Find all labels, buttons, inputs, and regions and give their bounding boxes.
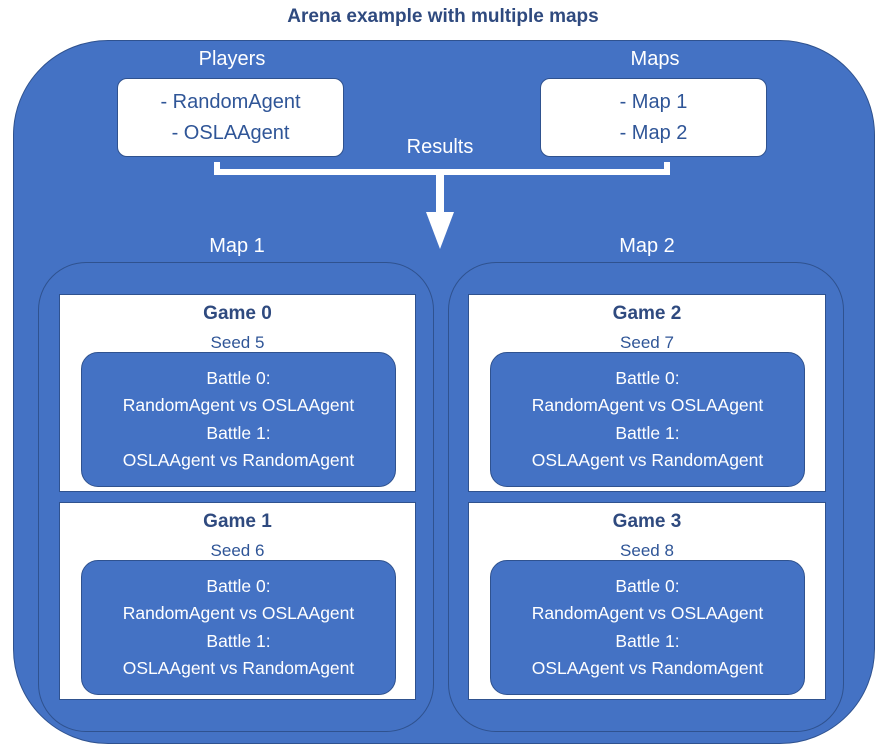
battle-line: RandomAgent vs OSLAAgent (122, 395, 355, 415)
player-item: - RandomAgent (160, 90, 301, 113)
battle-line: Battle 1: (615, 630, 680, 651)
game-panel: Game 3 Seed 8 Battle 0: RandomAgent vs O… (468, 502, 826, 700)
flow-line-right (440, 162, 670, 175)
game-seed: Seed 7 (620, 333, 674, 352)
battle-line: Battle 0: (615, 575, 680, 596)
game-title: Game 3 (612, 511, 682, 532)
battle-line: Battle 0: (206, 575, 271, 596)
battle-line: OSLAAgent vs RandomAgent (531, 450, 764, 470)
battle-line: RandomAgent vs OSLAAgent (531, 395, 764, 415)
battle-line: Battle 1: (206, 422, 271, 443)
flow-arrow-head (426, 212, 454, 249)
game-title: Game 1 (203, 511, 272, 532)
results-label: Results (406, 136, 474, 158)
battle-line: OSLAAgent vs RandomAgent (531, 658, 764, 678)
battles-box: Battle 0: RandomAgent vs OSLAAgent Battl… (490, 352, 805, 487)
battles-box: Battle 0: RandomAgent vs OSLAAgent Battl… (490, 560, 805, 695)
game-title: Game 2 (612, 303, 682, 324)
map-item: - Map 2 (619, 121, 688, 144)
battle-line: Battle 0: (206, 367, 271, 388)
battle-line: Battle 1: (615, 422, 680, 443)
players-label: Players (198, 48, 266, 70)
battle-line: OSLAAgent vs RandomAgent (122, 658, 355, 678)
map-group-container (448, 262, 844, 732)
map-group-label: Map 1 (209, 235, 265, 257)
battle-line: OSLAAgent vs RandomAgent (122, 450, 355, 470)
map-group-container (38, 262, 434, 732)
battle-line: RandomAgent vs OSLAAgent (531, 603, 764, 623)
game-title: Game 0 (203, 303, 272, 324)
game-panel: Game 2 Seed 7 Battle 0: RandomAgent vs O… (468, 294, 826, 492)
map-group-label: Map 2 (619, 235, 675, 257)
players-box: - RandomAgent - OSLAAgent (117, 78, 344, 157)
battles-box: Battle 0: RandomAgent vs OSLAAgent Battl… (81, 560, 396, 695)
game-seed: Seed 6 (210, 541, 265, 560)
flow-line-left (214, 162, 440, 175)
maps-label: Maps (630, 48, 680, 70)
map-item: - Map 1 (619, 90, 688, 113)
battle-line: RandomAgent vs OSLAAgent (122, 603, 355, 623)
player-item: - OSLAAgent (171, 121, 290, 144)
maps-box: - Map 1 - Map 2 (540, 78, 767, 157)
game-panel: Game 0 Seed 5 Battle 0: RandomAgent vs O… (59, 294, 416, 492)
game-panel: Game 1 Seed 6 Battle 0: RandomAgent vs O… (59, 502, 416, 700)
game-seed: Seed 5 (210, 333, 265, 352)
battle-line: Battle 1: (206, 630, 271, 651)
game-seed: Seed 8 (620, 541, 674, 560)
battles-box: Battle 0: RandomAgent vs OSLAAgent Battl… (81, 352, 396, 487)
diagram-title: Arena example with multiple maps (287, 6, 599, 27)
battle-line: Battle 0: (615, 367, 680, 388)
